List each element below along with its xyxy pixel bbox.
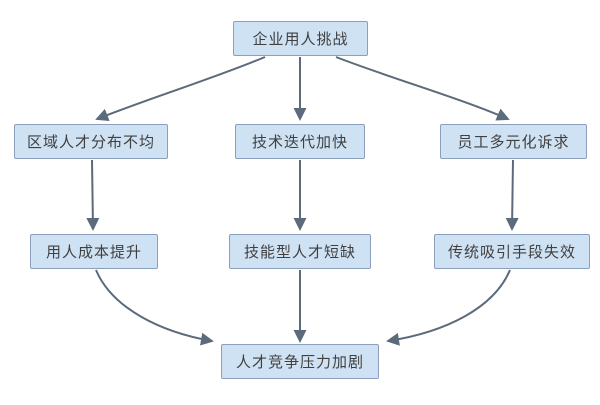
node-skilled-talent-shortage: 技能型人才短缺 xyxy=(229,234,371,269)
arrow-left-col xyxy=(86,159,100,231)
node-hiring-challenge: 企业用人挑战 xyxy=(233,21,368,56)
arrow-root-to-left xyxy=(95,56,266,121)
arrow-right-to-sink xyxy=(386,269,511,346)
arrow-left-to-sink xyxy=(95,269,214,346)
node-uneven-talent-distribution: 区域人才分布不均 xyxy=(14,124,168,159)
node-traditional-attraction-failing: 传统吸引手段失效 xyxy=(434,234,590,269)
node-tech-iteration-accelerating: 技术迭代加快 xyxy=(235,124,365,159)
arrow-right-col xyxy=(505,159,519,231)
node-talent-competition-pressure: 人才竞争压力加剧 xyxy=(221,344,379,379)
node-employee-diverse-demands: 员工多元化诉求 xyxy=(440,124,587,159)
arrow-root-to-right xyxy=(335,56,510,121)
node-hiring-cost-rise: 用人成本提升 xyxy=(30,234,158,269)
